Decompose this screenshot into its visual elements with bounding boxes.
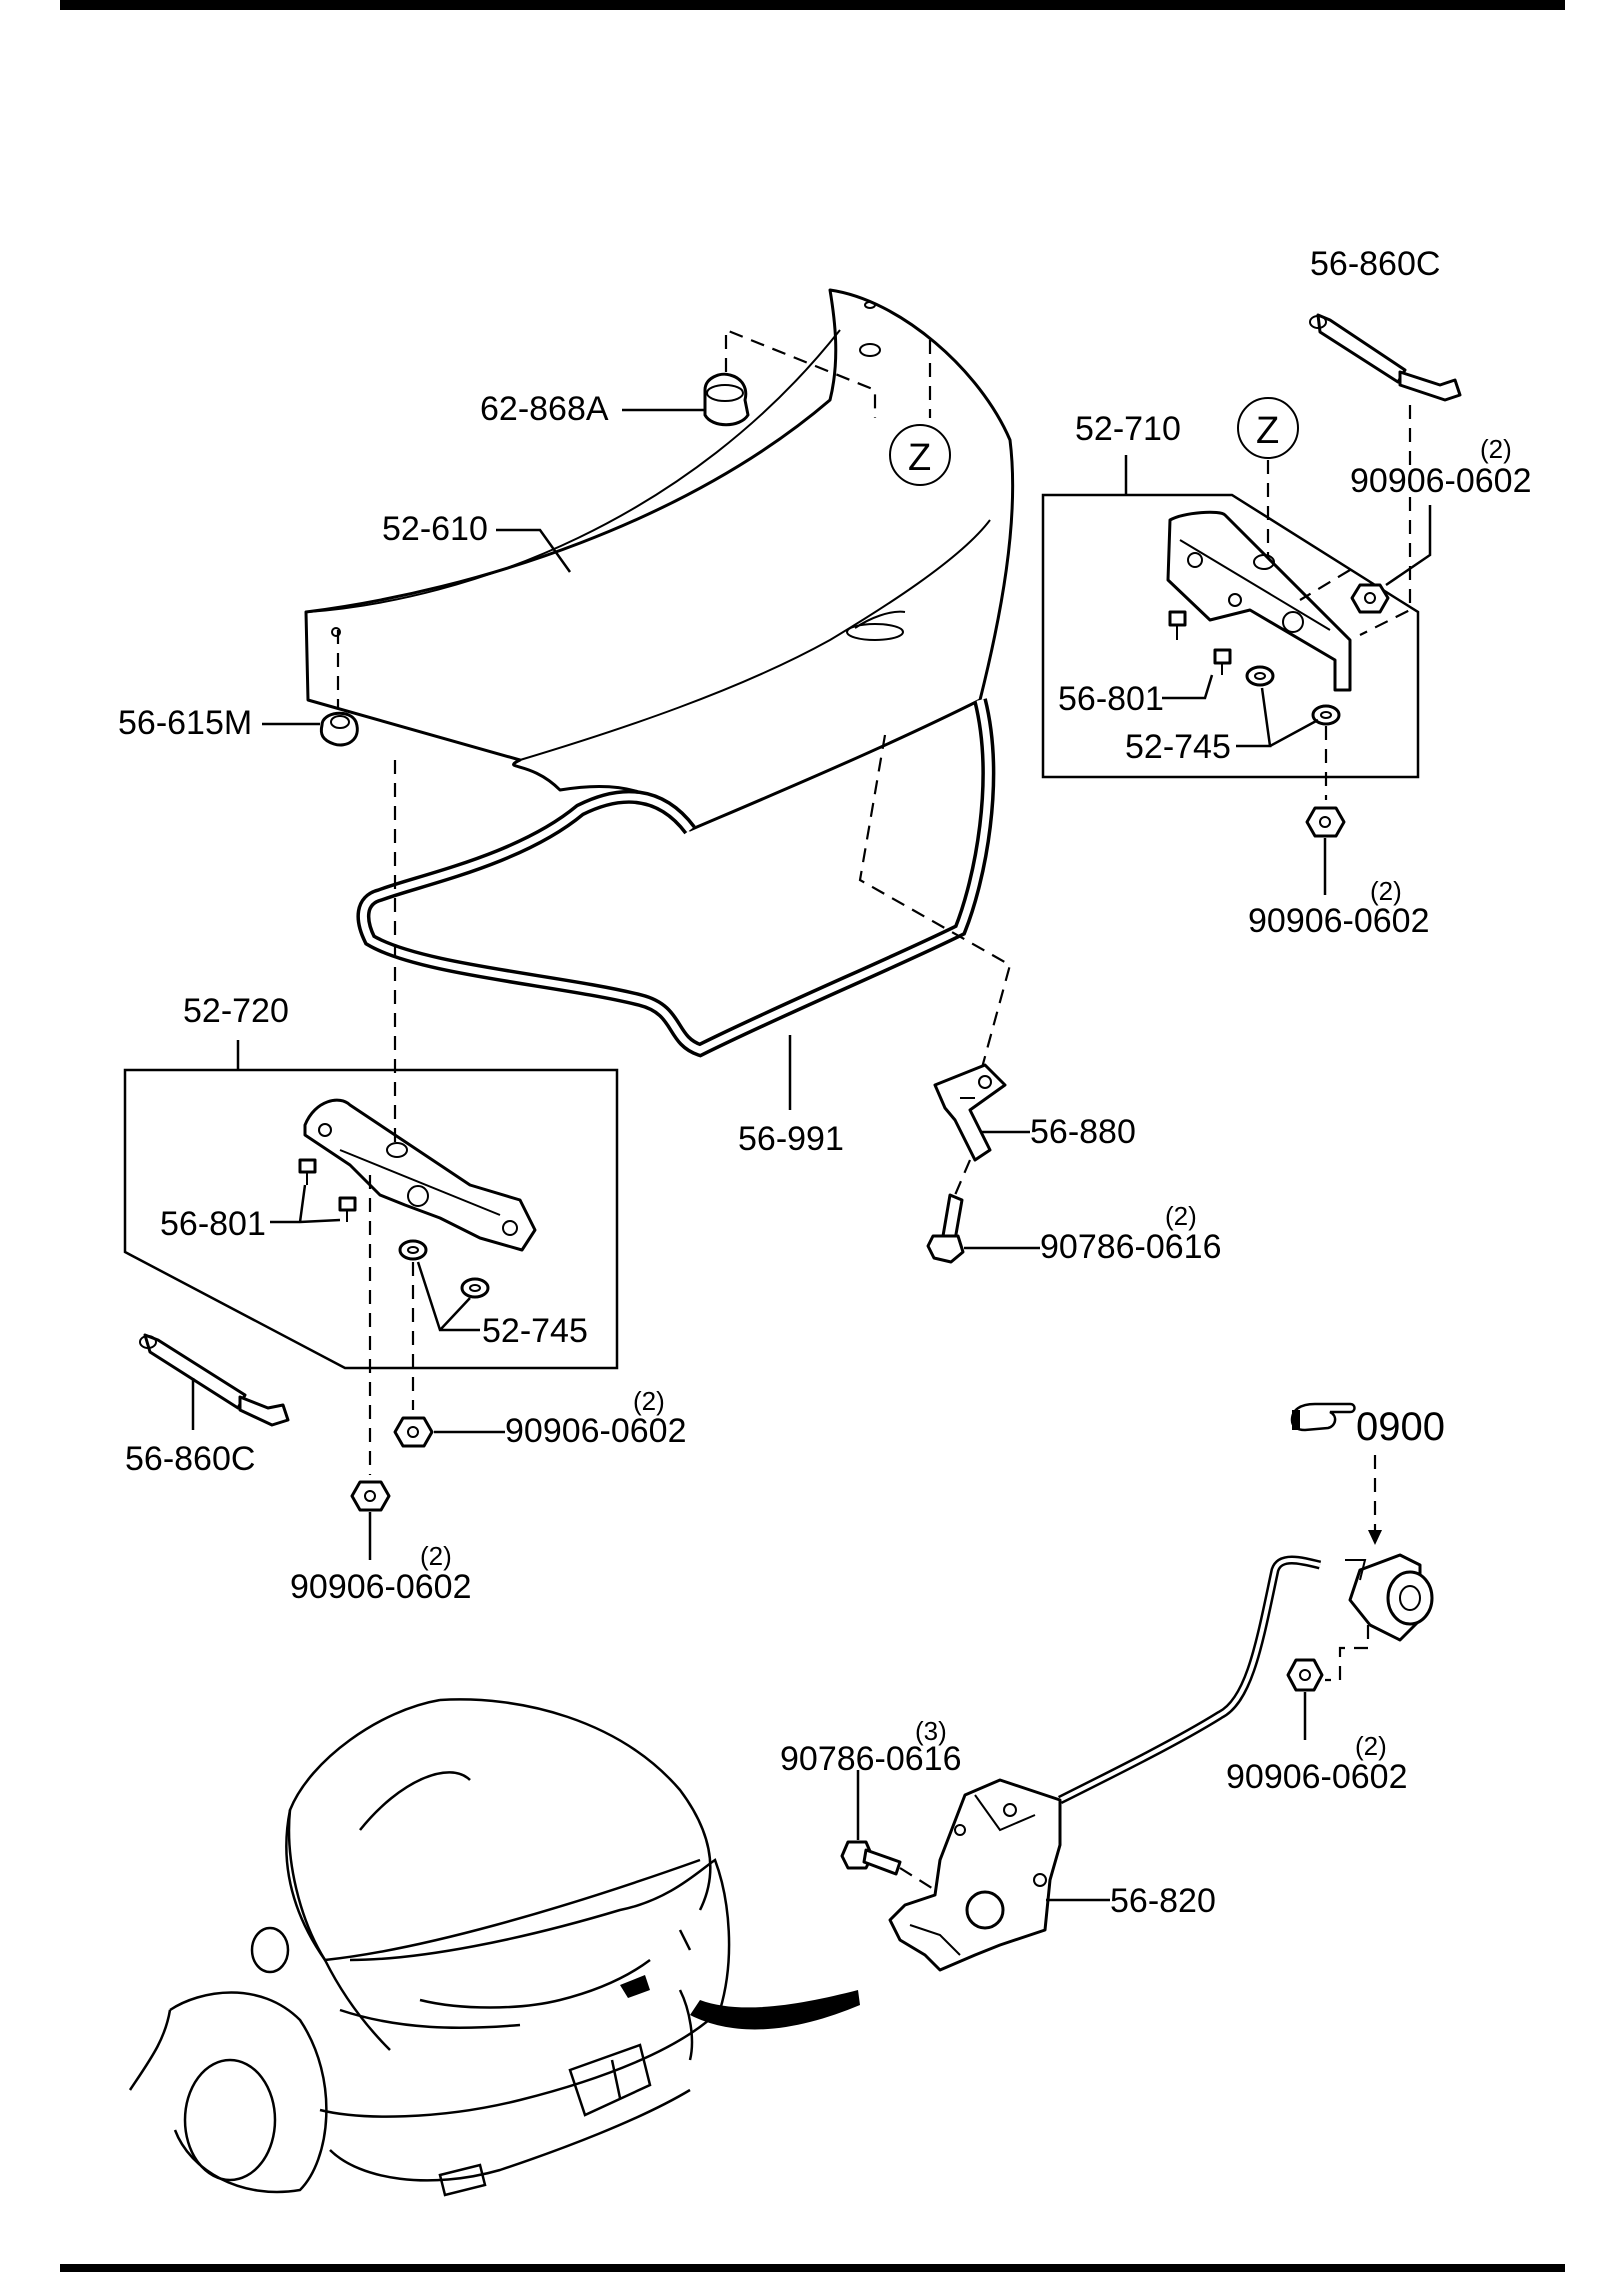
label-nut-hinge-left-a: 90906-0602 [505, 1412, 687, 1450]
damper-left-part [139, 1333, 290, 1427]
striker-part [933, 1063, 1007, 1162]
label-hinge-right: 52-710 [1075, 410, 1181, 448]
ref-code: 0900 [1356, 1405, 1445, 1449]
qty-nut-hinge-right-bottom: (2) [1370, 876, 1402, 906]
latch-bolt-part [840, 1840, 902, 1876]
label-striker-bolt: 90786-0616 [1040, 1228, 1222, 1266]
label-clip-right: 56-801 [1058, 680, 1164, 718]
label-nut-key-cylinder: 90906-0602 [1226, 1758, 1408, 1796]
nut-hinge-left-a-part [393, 1416, 434, 1448]
label-damper-right: 56-860C [1310, 245, 1440, 283]
bottom-border-bar [60, 2264, 1565, 2272]
nut-hinge-right-bottom-part [1305, 806, 1346, 838]
qty-striker-bolt: (2) [1165, 1201, 1197, 1231]
pointing-hand-icon [1290, 1402, 1356, 1432]
damper-right-part [1309, 313, 1462, 402]
clip-left-part [298, 1158, 357, 1222]
qty-nut-hinge-left-a: (2) [633, 1386, 665, 1416]
clip-right-part [1168, 610, 1232, 675]
label-latch: 56-820 [1110, 1882, 1216, 1920]
key-cylinder-part [1345, 1553, 1434, 1642]
zone-mark-lid: Z [908, 437, 931, 479]
label-nut-hinge-right-top: 90906-0602 [1350, 462, 1532, 500]
bumper-stop-part [319, 711, 359, 747]
nut-key-cylinder-part [1286, 1658, 1324, 1692]
label-nut-hinge-left-b: 90906-0602 [290, 1568, 472, 1606]
label-washer-left: 52-745 [482, 1312, 588, 1350]
label-hinge-left: 52-720 [183, 992, 289, 1030]
label-nut-hinge-right-bottom: 90906-0602 [1248, 902, 1430, 940]
hinge-right-part [1166, 510, 1352, 692]
washer-left-part [398, 1239, 490, 1299]
nut-hinge-right-top-part [1350, 583, 1390, 614]
weatherstrip [356, 698, 996, 1058]
hinge-left-part [303, 1098, 537, 1252]
label-spoiler-bolt: 62-868A [480, 390, 609, 428]
trunk-lid [304, 288, 1015, 832]
label-bumper-stop: 56-615M [118, 704, 252, 742]
label-washer-right: 52-745 [1125, 728, 1231, 766]
label-clip-left: 56-801 [160, 1205, 266, 1243]
label-latch-bolt: 90786-0616 [780, 1740, 962, 1778]
car-rear-view [128, 1698, 731, 2197]
label-trunk-lid: 52-610 [382, 510, 488, 548]
qty-latch-bolt: (3) [915, 1716, 947, 1746]
label-weatherstrip: 56-991 [738, 1120, 844, 1158]
qty-nut-key-cylinder: (2) [1355, 1731, 1387, 1761]
spoiler-bolt-part [703, 372, 750, 427]
washer-right-part [1245, 665, 1341, 726]
callout-arrow [690, 1990, 860, 2030]
top-border-bar [60, 0, 1565, 10]
striker-bolt-part [926, 1193, 965, 1264]
latch-part [888, 1778, 1062, 1972]
label-damper-left: 56-860C [125, 1440, 255, 1478]
zone-mark-hinge: Z [1256, 410, 1279, 452]
nut-hinge-left-b-part [350, 1480, 391, 1512]
qty-nut-hinge-right-top: (2) [1480, 434, 1512, 464]
qty-nut-hinge-left-b: (2) [420, 1541, 452, 1571]
label-striker: 56-880 [1030, 1113, 1136, 1151]
